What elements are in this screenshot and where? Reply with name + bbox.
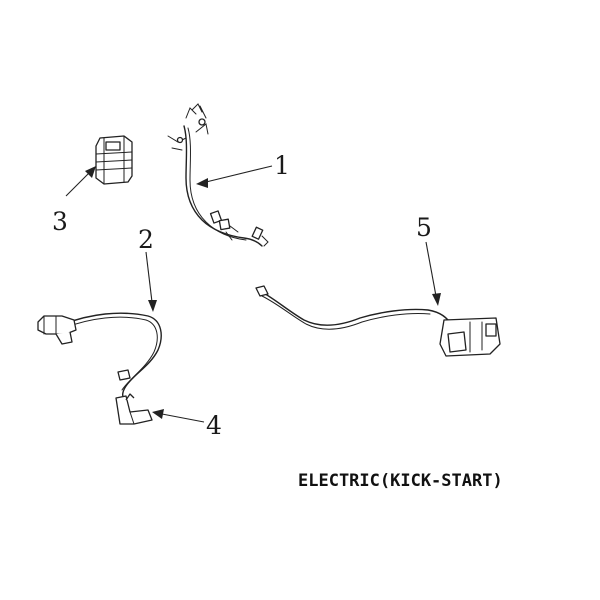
diagram-caption: ELECTRIC(KICK-START): [298, 471, 503, 491]
regulator-rectifier: [255, 285, 501, 357]
cdi-unit: [95, 135, 133, 185]
callout-label-2: 2: [138, 225, 154, 254]
callout-label-3: 3: [52, 207, 68, 236]
callout-label-1: 1: [274, 151, 290, 180]
callout-label-4: 4: [206, 411, 222, 440]
callout-5: 5: [416, 213, 441, 306]
callout-1: 1: [196, 151, 290, 188]
callout-3: 3: [52, 166, 96, 236]
callout-label-5: 5: [416, 213, 432, 242]
callout-2: 2: [138, 225, 157, 312]
ignition-coil-lead: [37, 312, 162, 401]
spark-plug-cap: [115, 393, 153, 425]
callout-4: 4: [152, 409, 222, 440]
wiring-harness: [167, 103, 269, 247]
